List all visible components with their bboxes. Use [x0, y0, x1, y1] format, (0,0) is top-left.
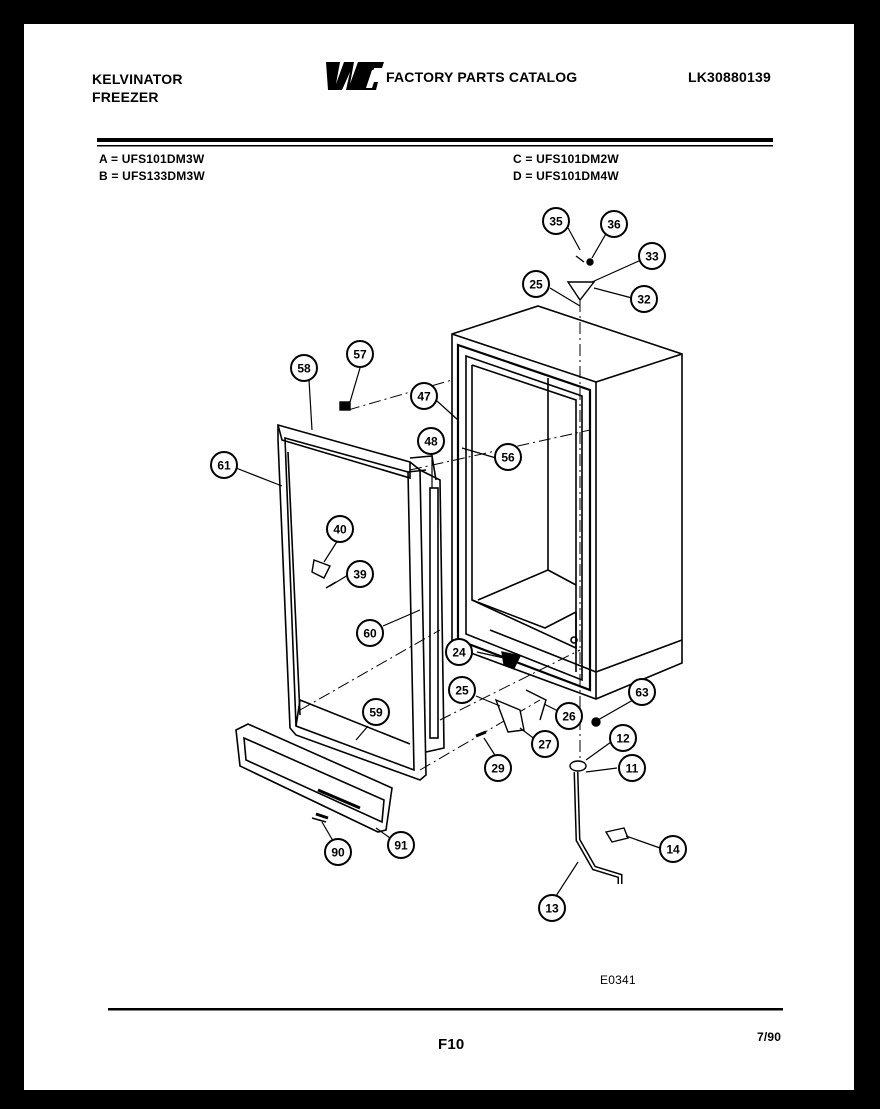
callout-33: 33 [638, 242, 666, 270]
callout-32: 32 [630, 285, 658, 313]
callout-label: 63 [635, 686, 649, 700]
callout-label: 12 [616, 732, 630, 746]
footer-rule [108, 1008, 783, 1011]
callout-label: 25 [529, 278, 543, 292]
callout-25: 25 [522, 270, 550, 298]
model-line-b: B = UFS133DM3W [99, 169, 205, 183]
kickplate-grille [235, 723, 393, 833]
callout-56: 56 [494, 443, 522, 471]
wci-logo [326, 62, 384, 90]
model-line-d: D = UFS101DM4W [513, 169, 619, 183]
revision-date: 7/90 [757, 1030, 782, 1044]
callout-label: 14 [666, 843, 680, 857]
model-line-a: A = UFS101DM3W [99, 152, 205, 166]
callout-label: 25 [455, 684, 469, 698]
callout-label: 61 [217, 459, 231, 473]
product-type: FREEZER [92, 89, 159, 105]
callout-label: 29 [491, 762, 505, 776]
callout-57: 57 [346, 340, 374, 368]
callout-label: 48 [424, 435, 438, 449]
callout-label: 59 [369, 706, 383, 720]
header-rule [97, 138, 773, 142]
callout-13: 13 [538, 894, 566, 922]
callout-label: 33 [645, 250, 659, 264]
callout-91: 91 [387, 831, 415, 859]
page-number: F10 [438, 1036, 465, 1053]
header-rule-thin [97, 145, 773, 147]
callout-90: 90 [324, 838, 352, 866]
callout-label: 56 [501, 451, 515, 465]
brand-name: KELVINATOR [92, 71, 183, 87]
callout-48: 48 [417, 427, 445, 455]
callout-40: 40 [326, 515, 354, 543]
callout-59: 59 [362, 698, 390, 726]
callout-label: 13 [545, 902, 559, 916]
callout-label: 26 [562, 710, 576, 724]
callout-label: 47 [417, 390, 431, 404]
model-line-c: C = UFS101DM2W [513, 152, 619, 166]
callout-label: 57 [353, 348, 367, 362]
callout-36: 36 [600, 210, 628, 238]
callout-63: 63 [628, 678, 656, 706]
callout-14: 14 [659, 835, 687, 863]
callout-layer: 35 36 33 32 25 57 58 47 56 48 61 40 39 60 24 25 26 63 59 27… [210, 207, 687, 922]
callout-label: 90 [331, 846, 345, 860]
callout-label: 35 [549, 215, 563, 229]
callout-label: 60 [363, 627, 377, 641]
callout-label: 11 [626, 762, 639, 776]
callout-24: 24 [445, 638, 473, 666]
callout-61: 61 [210, 451, 238, 479]
cabinet-body [451, 305, 683, 700]
callout-label: 58 [297, 362, 311, 376]
callout-25: 25 [448, 676, 476, 704]
callout-12: 12 [609, 724, 637, 752]
callout-60: 60 [356, 619, 384, 647]
callout-29: 29 [484, 754, 512, 782]
callout-label: 40 [333, 523, 347, 537]
callout-26: 26 [555, 702, 583, 730]
callout-label: 39 [353, 568, 367, 582]
callout-label: 27 [538, 738, 552, 752]
callout-label: 32 [637, 293, 651, 307]
callout-58: 58 [290, 354, 318, 382]
figure-code: E0341 [600, 973, 636, 987]
catalog-page [24, 24, 854, 1090]
callout-label: 36 [607, 218, 621, 232]
catalog-number: LK30880139 [688, 69, 771, 85]
callout-label: 24 [452, 646, 466, 660]
callout-39: 39 [346, 560, 374, 588]
callout-35: 35 [542, 207, 570, 235]
catalog-title: FACTORY PARTS CATALOG [386, 69, 578, 85]
door-assembly [277, 423, 445, 781]
callout-11: 11 [618, 754, 646, 782]
callout-label: 91 [394, 839, 408, 853]
callout-27: 27 [531, 730, 559, 758]
callout-47: 47 [410, 382, 438, 410]
small-parts [311, 255, 629, 884]
